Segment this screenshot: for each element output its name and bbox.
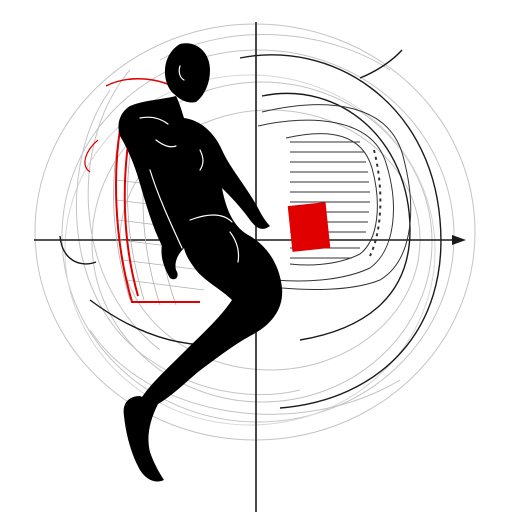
mesh-rule-5 bbox=[121, 259, 203, 271]
orbit-left-hook bbox=[59, 235, 97, 265]
orbit-right-large bbox=[239, 54, 442, 409]
orbit-tail-right bbox=[359, 49, 403, 79]
orbit-lower-swoop bbox=[89, 299, 211, 346]
contour-ring-outer bbox=[34, 23, 476, 441]
mesh-arc-1 bbox=[113, 139, 131, 301]
figure-highlights bbox=[139, 65, 240, 263]
mesh-arc-2 bbox=[127, 139, 145, 301]
panel-dashed-edge bbox=[369, 149, 382, 257]
contour-swirl-bottom bbox=[89, 329, 401, 415]
highlight-arm bbox=[149, 169, 183, 249]
ruled-panel bbox=[257, 104, 412, 291]
orbit-right-mid bbox=[261, 92, 411, 341]
mesh-rule-6 bbox=[125, 279, 205, 291]
highlight-hip bbox=[189, 214, 233, 223]
panel-outline-inner bbox=[285, 133, 378, 266]
highlight-thigh bbox=[229, 231, 240, 263]
highlight-ear bbox=[178, 65, 185, 81]
contour-swirl-left-2 bbox=[87, 69, 161, 351]
highlight-abdomen bbox=[199, 149, 204, 171]
figure-leg-lower bbox=[123, 396, 164, 482]
red-outline-left bbox=[115, 117, 200, 303]
highlight-chest bbox=[155, 139, 177, 148]
contour-ring-2 bbox=[61, 49, 455, 423]
silhouette-figure bbox=[118, 43, 283, 482]
highlight-shoulder bbox=[139, 116, 169, 125]
panel-outline bbox=[257, 119, 394, 282]
figure-head bbox=[164, 43, 210, 103]
contour-swirl-left bbox=[75, 89, 301, 396]
red-swirl-left bbox=[84, 139, 99, 173]
red-square-marker bbox=[287, 202, 331, 252]
dark-orbits bbox=[59, 49, 442, 409]
panel-outline-outer bbox=[261, 104, 412, 291]
contour-ring-5 bbox=[64, 74, 436, 426]
axis-arrowhead-right bbox=[452, 235, 466, 245]
figure-torso bbox=[118, 96, 283, 408]
contour-ring-3 bbox=[91, 81, 433, 403]
